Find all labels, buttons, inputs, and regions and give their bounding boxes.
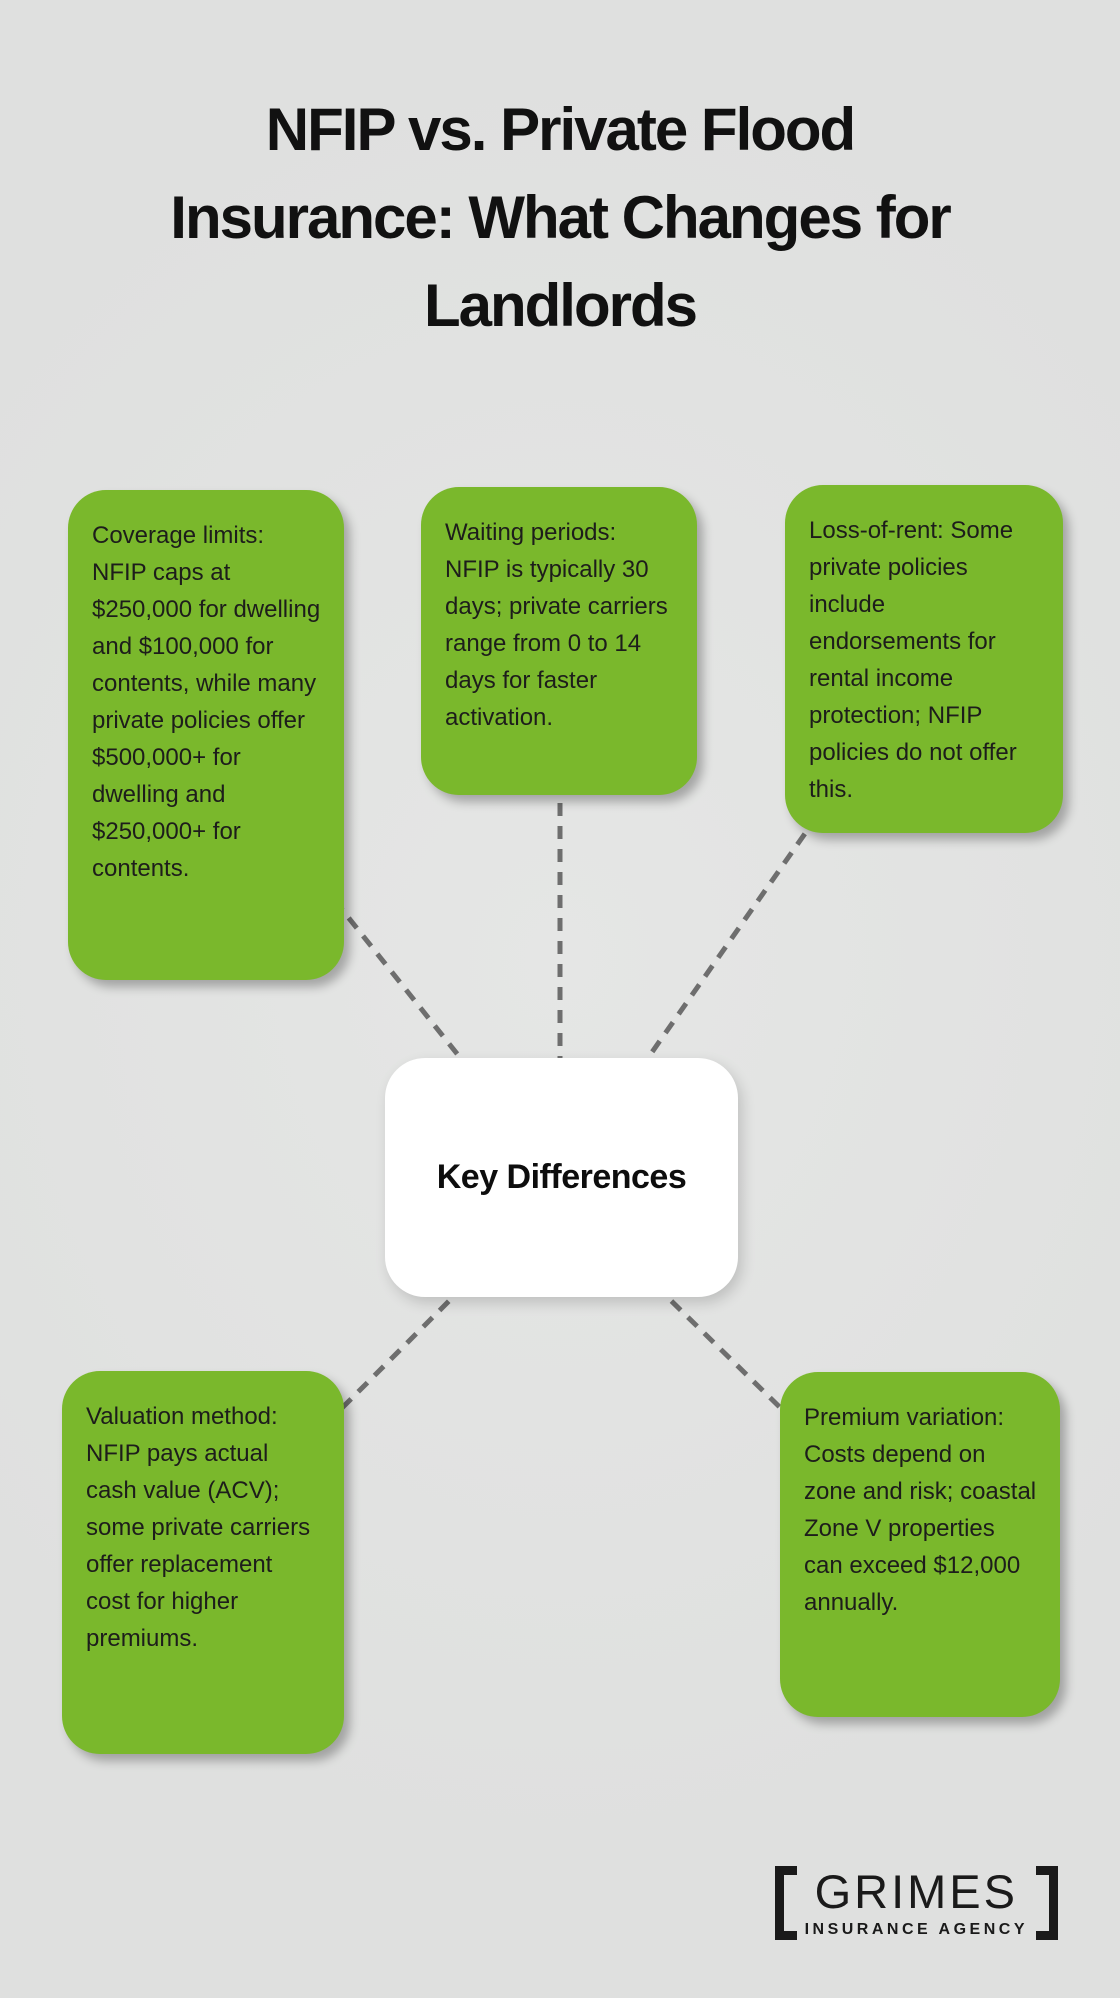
info-box-waiting-periods: Waiting periods: NFIP is typically 30 da… — [421, 487, 697, 795]
info-box-loss-of-rent-text: Loss-of-rent: Some private policies incl… — [809, 517, 1017, 803]
connector-line-loss-of-rent — [633, 813, 821, 1077]
info-box-waiting-periods-text: Waiting periods: NFIP is typically 30 da… — [445, 519, 668, 731]
info-box-coverage-limits: Coverage limits: NFIP caps at $250,000 f… — [68, 490, 344, 980]
connector-line-premium-variation — [653, 1283, 800, 1427]
info-box-loss-of-rent: Loss-of-rent: Some private policies incl… — [785, 485, 1063, 833]
info-box-valuation-method: Valuation method: NFIP pays actual cash … — [62, 1371, 344, 1754]
info-box-premium-variation: Premium variation: Costs depend on zone … — [780, 1372, 1060, 1717]
left-bracket-icon — [774, 1866, 797, 1940]
page-title-line-1: NFIP vs. Private Flood — [265, 96, 856, 163]
info-box-premium-variation-text: Premium variation: Costs depend on zone … — [804, 1404, 1037, 1616]
connector-line-valuation-method — [323, 1283, 467, 1427]
grimes-logo: GRIMES INSURANCE AGENCY — [774, 1866, 1058, 1940]
page-title: NFIP vs. Private Flood Insurance: What C… — [0, 86, 1120, 350]
right-bracket-icon — [1036, 1866, 1058, 1940]
logo-subtitle: INSURANCE AGENCY — [804, 1921, 1028, 1938]
info-box-valuation-method-text: Valuation method: NFIP pays actual cash … — [86, 1403, 311, 1652]
info-box-coverage-limits-text: Coverage limits: NFIP caps at $250,000 f… — [92, 522, 321, 882]
page-title-line-3: Landlords — [423, 272, 698, 339]
logo-name: GRIMES — [814, 1865, 1018, 1918]
key-differences-label: Key Differences — [436, 1158, 687, 1196]
page-title-line-2: Insurance: What Changes for — [170, 184, 951, 251]
key-differences-node: Key Differences — [385, 1058, 738, 1297]
logo-text: GRIMES INSURANCE AGENCY — [801, 1866, 1032, 1940]
